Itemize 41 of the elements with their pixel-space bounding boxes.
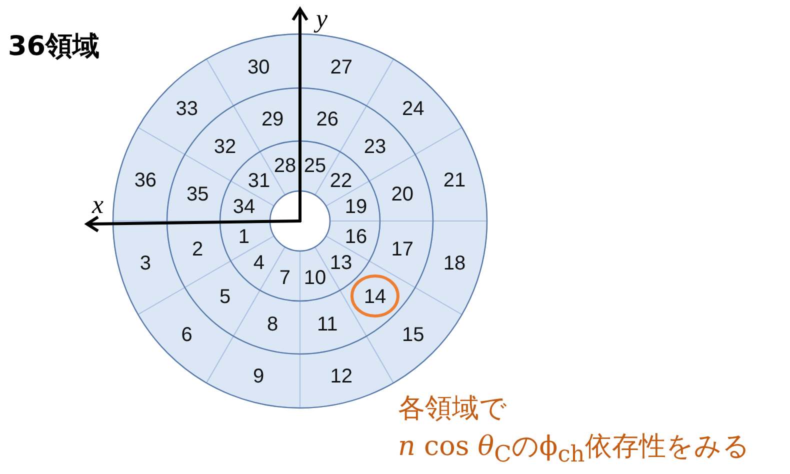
sector-number: 25 bbox=[304, 154, 326, 177]
sector-number: 26 bbox=[316, 108, 339, 131]
sector-number: 36 bbox=[134, 170, 157, 192]
sector-number: 5 bbox=[219, 286, 231, 308]
sector-number: 13 bbox=[330, 252, 352, 274]
sector-number: 9 bbox=[253, 366, 264, 388]
sector-number: 19 bbox=[344, 196, 368, 218]
sector-number: 8 bbox=[267, 313, 278, 336]
sector-number: 6 bbox=[181, 324, 192, 346]
sector-number: 28 bbox=[274, 154, 296, 177]
sector-number: 7 bbox=[279, 267, 291, 290]
sector-number: 20 bbox=[391, 184, 414, 206]
note-text: n cos θ$_{C}$のϕ$_{ch}$依存性をみる bbox=[398, 430, 750, 468]
note-text: 各領域で bbox=[398, 392, 507, 426]
sector-number: 21 bbox=[443, 170, 466, 192]
sector-number: 12 bbox=[330, 366, 353, 388]
sector-number: 18 bbox=[443, 252, 466, 274]
sector-number: 29 bbox=[261, 108, 284, 131]
sector-number: 27 bbox=[330, 56, 353, 78]
sector-number: 10 bbox=[304, 267, 326, 290]
axis-label: x bbox=[92, 190, 104, 220]
sector-number: 24 bbox=[402, 98, 424, 120]
sector-number: 4 bbox=[253, 252, 265, 274]
sector-number: 34 bbox=[232, 196, 256, 218]
sector-number: 3 bbox=[140, 252, 152, 274]
sector-number: 31 bbox=[248, 170, 270, 192]
sector-number: 35 bbox=[186, 184, 209, 206]
sector-number: 15 bbox=[402, 324, 424, 346]
sector-number: 1 bbox=[238, 226, 250, 248]
sector-number: 30 bbox=[247, 56, 270, 78]
sector-number: 11 bbox=[317, 313, 338, 336]
sector-number: 17 bbox=[391, 238, 414, 260]
sector-number: 22 bbox=[330, 170, 352, 192]
sector-number: 33 bbox=[176, 98, 198, 120]
axis-label: y bbox=[316, 4, 328, 34]
sector-number: 2 bbox=[192, 238, 204, 260]
sector-number: 16 bbox=[344, 226, 368, 248]
sector-number: 14 bbox=[364, 286, 386, 308]
title: 36領域 bbox=[8, 30, 100, 64]
sector-number: 23 bbox=[364, 136, 386, 158]
sector-number: 32 bbox=[214, 136, 236, 158]
